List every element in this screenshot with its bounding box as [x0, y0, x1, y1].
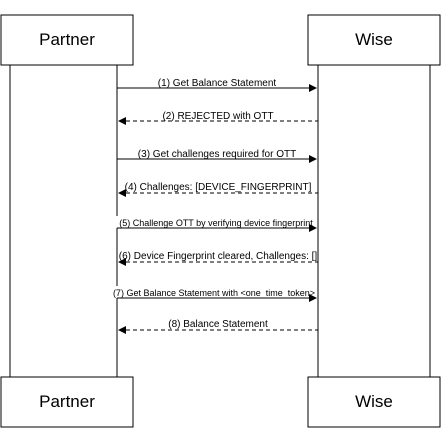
- message-8: (8) Balance Statement: [118, 317, 318, 334]
- participant-label: Partner: [39, 392, 95, 411]
- arrow-head: [309, 155, 317, 163]
- participant-label: Partner: [39, 30, 95, 49]
- arrow-head: [309, 294, 317, 302]
- participant-wise-bottom: Wise: [307, 376, 441, 428]
- message-label: (8) Balance Statement: [168, 319, 268, 330]
- participant-partner-top: Partner: [0, 14, 134, 66]
- message-label: (3) Get challenges required for OTT: [138, 149, 296, 160]
- message-2: (2) REJECTED with OTT: [118, 108, 318, 125]
- message-3: (3) Get challenges required for OTT: [117, 146, 317, 163]
- participant-wise-top: Wise: [307, 14, 441, 66]
- arrow-head: [118, 258, 126, 266]
- message-label: (2) REJECTED with OTT: [162, 111, 273, 122]
- message-label: (4) Challenges: [DEVICE_FINGERPRINT]: [125, 182, 312, 193]
- message-1: (1) Get Balance Statement: [117, 76, 317, 92]
- participant-label: Wise: [355, 392, 393, 411]
- arrow-head: [309, 84, 317, 92]
- message-label: (1) Get Balance Statement: [158, 78, 277, 89]
- message-label: (6) Device Fingerprint cleared, Challeng…: [119, 251, 318, 262]
- message-6: (6) Device Fingerprint cleared, Challeng…: [118, 249, 318, 266]
- participant-label: Wise: [355, 30, 393, 49]
- arrow-head: [118, 189, 126, 197]
- message-label: (7) Get Balance Statement with <one_time…: [113, 288, 315, 298]
- participant-partner-bottom: Partner: [0, 376, 134, 428]
- message-4: (4) Challenges: [DEVICE_FINGERPRINT]: [118, 180, 318, 197]
- message-5: (5) Challenge OTT by verifying device fi…: [112, 216, 317, 232]
- wise-activation-bar: [317, 64, 431, 378]
- arrow-head: [309, 224, 317, 232]
- arrow-head: [118, 117, 126, 125]
- message-label: (5) Challenge OTT by verifying device fi…: [119, 218, 313, 228]
- arrow-head: [118, 326, 126, 334]
- partner-activation-bar: [9, 64, 118, 378]
- message-7: (7) Get Balance Statement with <one_time…: [112, 286, 317, 302]
